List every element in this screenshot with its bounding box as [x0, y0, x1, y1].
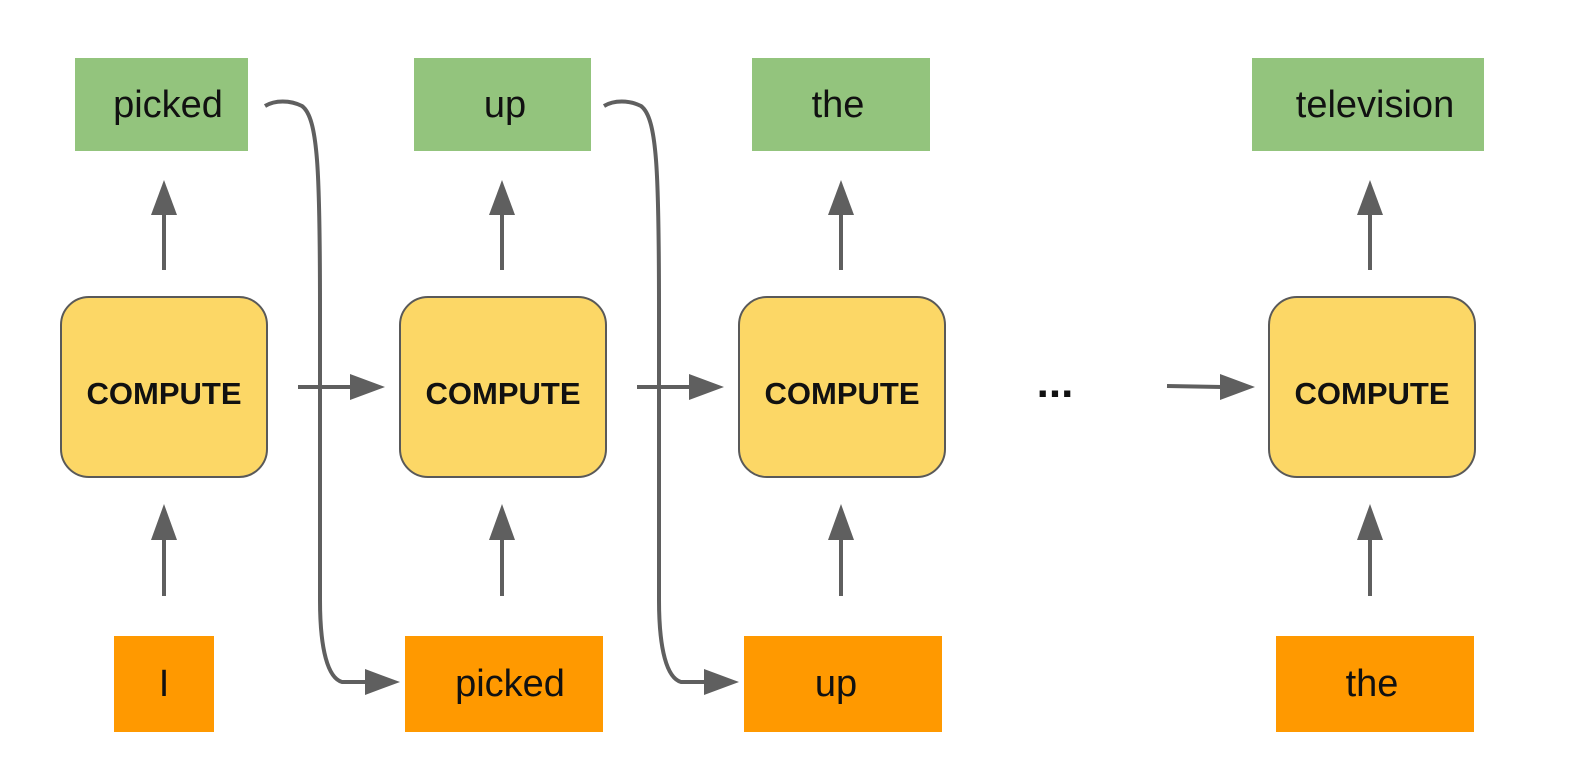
input-label-4: the: [1346, 663, 1399, 705]
output-token-2: up: [414, 58, 591, 151]
arrow-input-to-compute-1: [151, 504, 177, 596]
arrow-input-to-compute-4: [1357, 504, 1383, 596]
input-label-2: picked: [455, 663, 565, 705]
input-box-2: [405, 636, 603, 732]
compute-block-1: COMPUTE: [60, 296, 268, 478]
output-box-2: [414, 58, 591, 151]
arrow-compute-to-output-1: [151, 180, 177, 270]
ellipsis: ...: [1037, 358, 1074, 407]
input-box-1: [114, 636, 214, 732]
arrow-state-2-to-3: [637, 374, 724, 400]
arrow-compute-to-output-3: [828, 180, 854, 270]
output-label-2: up: [484, 84, 526, 126]
input-token-4: the: [1276, 636, 1474, 732]
output-box-1: [75, 58, 248, 151]
output-token-4: television: [1252, 58, 1484, 151]
input-box-3: [744, 636, 942, 732]
output-label-4: television: [1296, 84, 1454, 126]
arrow-input-to-compute-3: [828, 504, 854, 596]
compute-label-3: COMPUTE: [765, 376, 920, 411]
compute-box-3: [738, 296, 946, 478]
arrow-compute-to-output-4: [1357, 180, 1383, 270]
output-label-3: the: [812, 84, 865, 126]
arrow-state-to-last: [1166, 374, 1255, 400]
compute-label-2: COMPUTE: [426, 376, 581, 411]
arrow-compute-to-output-2: [489, 180, 515, 270]
input-label-1: I: [159, 663, 170, 705]
feedback-arrow-2: [602, 99, 739, 695]
compute-block-2: COMPUTE: [399, 296, 607, 478]
input-token-1: I: [114, 636, 214, 732]
output-label-1: picked: [113, 84, 223, 126]
arrow-input-to-compute-2: [489, 504, 515, 596]
input-token-3: up: [744, 636, 942, 732]
output-box-4: [1252, 58, 1484, 151]
compute-label-4: COMPUTE: [1295, 376, 1450, 411]
compute-block-4: COMPUTE: [1268, 296, 1476, 478]
input-box-4: [1276, 636, 1474, 732]
compute-block-3: COMPUTE: [738, 296, 946, 478]
output-token-1: picked: [75, 58, 248, 151]
compute-box-4: [1268, 296, 1476, 478]
output-token-3: the: [752, 58, 930, 151]
compute-box-2: [399, 296, 607, 478]
feedback-arrow-1: [263, 99, 400, 695]
compute-label-1: COMPUTE: [87, 376, 242, 411]
compute-box-1: [60, 296, 268, 478]
input-label-3: up: [815, 663, 857, 705]
arrow-state-1-to-2: [298, 374, 385, 400]
output-box-3: [752, 58, 930, 151]
input-token-2: picked: [405, 636, 603, 732]
